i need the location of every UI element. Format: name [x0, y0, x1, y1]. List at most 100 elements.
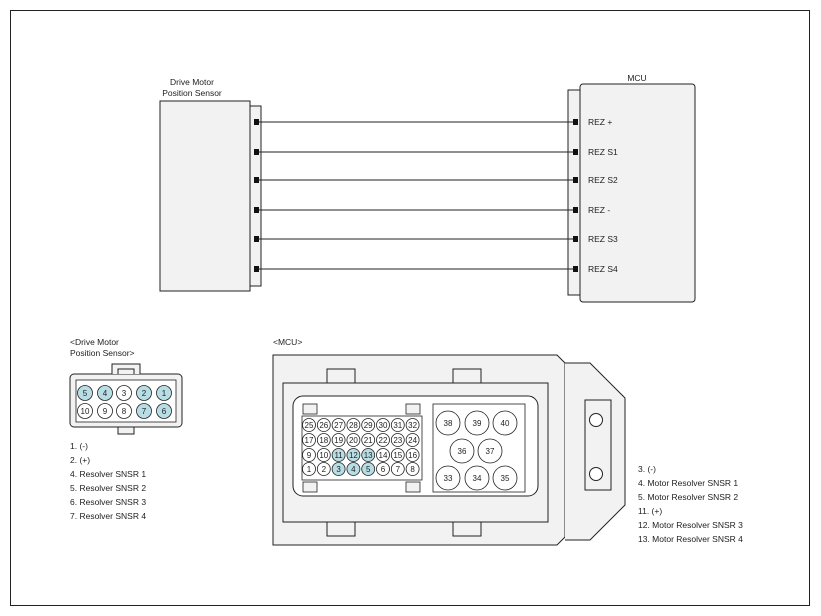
mcu-large-pin-number: 36: [458, 447, 467, 456]
sensor-connector-strip: [249, 105, 262, 287]
sensor-pin: [97, 385, 113, 401]
sensor-pin-number: 6: [162, 407, 167, 416]
mcu-pin-list: 3. (-)4. Motor Resolver SNSR 15. Motor R…: [638, 464, 743, 544]
signal-label: REZ S3: [588, 234, 618, 244]
sensor-connector-title-line2: Position Sensor>: [70, 348, 135, 358]
mcu-pin: [316, 462, 331, 476]
sensor-pin: [136, 403, 152, 419]
mcu-large-pin-number: 33: [444, 474, 453, 483]
mcu-pin-number: 14: [379, 451, 388, 460]
mcu-large-pin: [464, 410, 490, 436]
mcu-terminal: [573, 236, 578, 242]
sensor-pin-desc: 4. Resolver SNSR 1: [70, 469, 146, 479]
sensor-pin-number: 10: [81, 407, 90, 416]
mcu-pin: [376, 448, 390, 462]
mcu-pin-number: 13: [364, 451, 373, 460]
mcu-pin-desc: 13. Motor Resolver SNSR 4: [638, 534, 743, 544]
mcu-pin-number: 15: [393, 451, 402, 460]
mcu-pin: [390, 448, 405, 462]
mcu-terminal: [573, 149, 578, 155]
mcu-pin-number: 1: [307, 465, 312, 474]
sensor-terminal: [254, 207, 259, 213]
mcu-pin-number: 25: [305, 421, 314, 430]
mcu-pin: [390, 418, 405, 432]
sensor-pin: [77, 385, 93, 401]
mcu-pin: [331, 418, 346, 432]
mcu-pin-number: 4: [351, 465, 356, 474]
sensor-pin-number: 3: [122, 389, 127, 398]
sensor-pin-number: 8: [122, 407, 127, 416]
mcu-large-pin-number: 35: [501, 474, 510, 483]
mcu-pin-number: 24: [408, 436, 417, 445]
mcu-pin-number: 8: [410, 465, 415, 474]
sensor-pin-number: 5: [83, 389, 88, 398]
mcu-pin-number: 28: [349, 421, 358, 430]
sensor-pin: [156, 403, 172, 419]
mcu-pin-number: 18: [319, 436, 328, 445]
mcu-pin-number: 11: [334, 451, 343, 460]
mcu-pin: [302, 418, 316, 432]
mcu-pin-number: 5: [366, 465, 371, 474]
sensor-terminal: [254, 266, 259, 272]
mcu-pin: [316, 448, 331, 462]
mcu-pin: [346, 462, 361, 476]
sensor-pin-number: 4: [103, 389, 108, 398]
sensor-pin-desc: 6. Resolver SNSR 3: [70, 497, 146, 507]
mcu-pin: [390, 462, 405, 476]
mcu-pin-number: 17: [305, 436, 314, 445]
mcu-large-pin: [435, 410, 461, 436]
mcu-pin-number: 32: [408, 421, 417, 430]
mcu-pin-number: 10: [319, 451, 328, 460]
signal-label: REZ S2: [588, 175, 618, 185]
mcu-title: MCU: [627, 73, 646, 83]
mcu-pin: [376, 433, 390, 447]
signal-label: REZ S4: [588, 264, 618, 274]
sensor-pin: [116, 403, 132, 419]
sensor-terminal: [254, 177, 259, 183]
mcu-pin-desc: 11. (+): [638, 506, 662, 516]
signal-label: REZ +: [588, 117, 612, 127]
mcu-pin: [376, 418, 390, 432]
mcu-pin: [346, 433, 361, 447]
mcu-pin: [361, 418, 376, 432]
mcu-large-pin: [449, 438, 475, 464]
mcu-pin: [302, 433, 316, 447]
mcu-large-pin: [477, 438, 503, 464]
sensor-pin-number: 1: [162, 389, 167, 398]
sensor-connector-title-line1: <Drive Motor: [70, 337, 119, 347]
mcu-pin: [361, 433, 376, 447]
mcu-pin-number: 29: [364, 421, 373, 430]
mcu-pin-number: 12: [349, 451, 358, 460]
mcu-pin: [361, 448, 376, 462]
mcu-large-pin-number: 39: [473, 419, 482, 428]
mcu-pin: [346, 418, 361, 432]
mcu-large-pin: [435, 465, 461, 491]
signal-label: REZ -: [588, 205, 610, 215]
mcu-pin-number: 16: [408, 451, 417, 460]
mcu-pin-number: 30: [379, 421, 388, 430]
sensor-pin-list: 1. (-)2. (+)4. Resolver SNSR 15. Resolve…: [70, 441, 146, 521]
mcu-large-pin: [492, 465, 518, 491]
mcu-pin: [316, 418, 331, 432]
mcu-pin: [331, 433, 346, 447]
mcu-pin: [376, 462, 390, 476]
mcu-pin: [405, 462, 420, 476]
mcu-pin-desc: 3. (-): [638, 464, 656, 474]
sensor-pin: [116, 385, 132, 401]
sensor-pin-desc: 7. Resolver SNSR 4: [70, 511, 146, 521]
mcu-pin: [331, 448, 346, 462]
sensor-pin-desc: 5. Resolver SNSR 2: [70, 483, 146, 493]
mcu-pin-number: 31: [393, 421, 402, 430]
mcu-box: [579, 83, 696, 303]
mcu-pin: [390, 433, 405, 447]
sensor-title-line2: Position Sensor: [162, 88, 222, 98]
mcu-pin-number: 22: [379, 436, 388, 445]
mcu-pin-number: 23: [393, 436, 402, 445]
mcu-pin-number: 7: [396, 465, 401, 474]
sensor-pin: [156, 385, 172, 401]
mcu-large-pin-number: 37: [486, 447, 495, 456]
mcu-pin: [346, 448, 361, 462]
